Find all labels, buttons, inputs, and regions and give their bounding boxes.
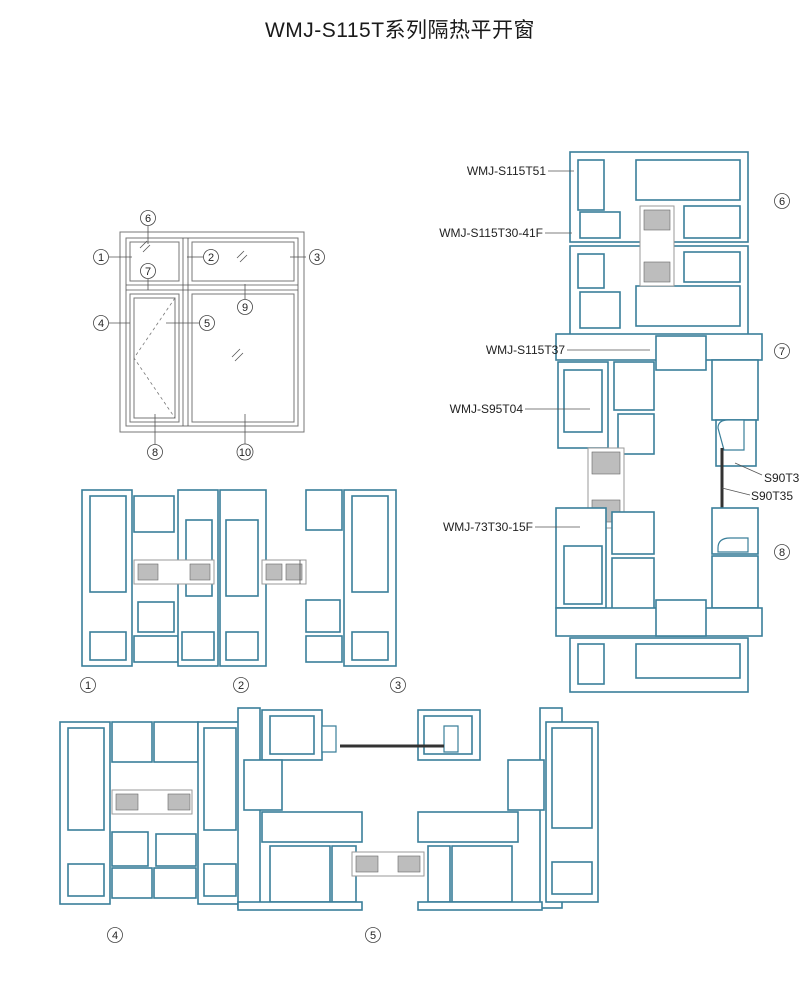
elevation-callout-9: 9 — [237, 299, 253, 315]
svg-text:8: 8 — [779, 547, 785, 559]
horizontal-section-4-5 — [59, 707, 599, 911]
section-callout-4: 4 — [107, 927, 123, 943]
elevation-callout-8: 8 — [147, 444, 163, 460]
svg-text:3: 3 — [395, 680, 401, 692]
elevation-callout-5: 5 — [199, 315, 215, 331]
elevation-callout-1: 1 — [93, 249, 109, 265]
elevation-callout-4: 4 — [93, 315, 109, 331]
svg-text:8: 8 — [152, 447, 158, 459]
svg-text:1: 1 — [85, 680, 91, 692]
section-callout-2: 2 — [233, 677, 249, 693]
svg-text:6: 6 — [779, 196, 785, 208]
svg-text:4: 4 — [98, 318, 104, 330]
label-wmj-73t30-15f: WMJ-73T30-15F — [443, 520, 533, 534]
label-s90t35: S90T35 — [751, 489, 793, 503]
vertical-callout-7: 7 — [774, 343, 790, 359]
label-wmj-s115t37: WMJ-S115T37 — [486, 343, 565, 357]
vertical-callout-8: 8 — [774, 544, 790, 560]
elevation-callout-7: 7 — [140, 263, 156, 279]
elevation-callout-2: 2 — [203, 249, 219, 265]
svg-text:2: 2 — [208, 252, 214, 264]
svg-text:3: 3 — [314, 252, 320, 264]
svg-text:2: 2 — [238, 680, 244, 692]
svg-text:5: 5 — [370, 930, 376, 942]
label-wmj-s95t04: WMJ-S95T04 — [450, 402, 524, 416]
elevation-callout-6: 6 — [140, 210, 156, 226]
horizontal-section-1-2-3 — [81, 489, 397, 667]
label-wmj-s115t51: WMJ-S115T51 — [467, 164, 546, 178]
page-title: WMJ-S115T系列隔热平开窗 — [264, 19, 536, 42]
elevation-callout-3: 3 — [309, 249, 325, 265]
svg-text:4: 4 — [112, 930, 118, 942]
svg-text:7: 7 — [145, 266, 151, 278]
label-s90t3: S90T3 — [764, 471, 800, 485]
svg-text:6: 6 — [145, 213, 151, 225]
vertical-section — [555, 151, 763, 693]
svg-text:1: 1 — [98, 252, 104, 264]
svg-text:10: 10 — [239, 447, 251, 459]
section-callout-3: 3 — [390, 677, 406, 693]
window-elevation: 1 6 2 3 7 9 4 5 8 10 — [93, 210, 325, 461]
svg-text:5: 5 — [204, 318, 210, 330]
section-callout-1: 1 — [80, 677, 96, 693]
svg-text:7: 7 — [779, 346, 785, 358]
label-wmj-s115t30-41f: WMJ-S115T30-41F — [439, 226, 543, 240]
svg-text:9: 9 — [242, 302, 248, 314]
elevation-callout-10: 10 — [236, 443, 254, 461]
section-callout-5: 5 — [365, 927, 381, 943]
vertical-callout-6: 6 — [774, 193, 790, 209]
